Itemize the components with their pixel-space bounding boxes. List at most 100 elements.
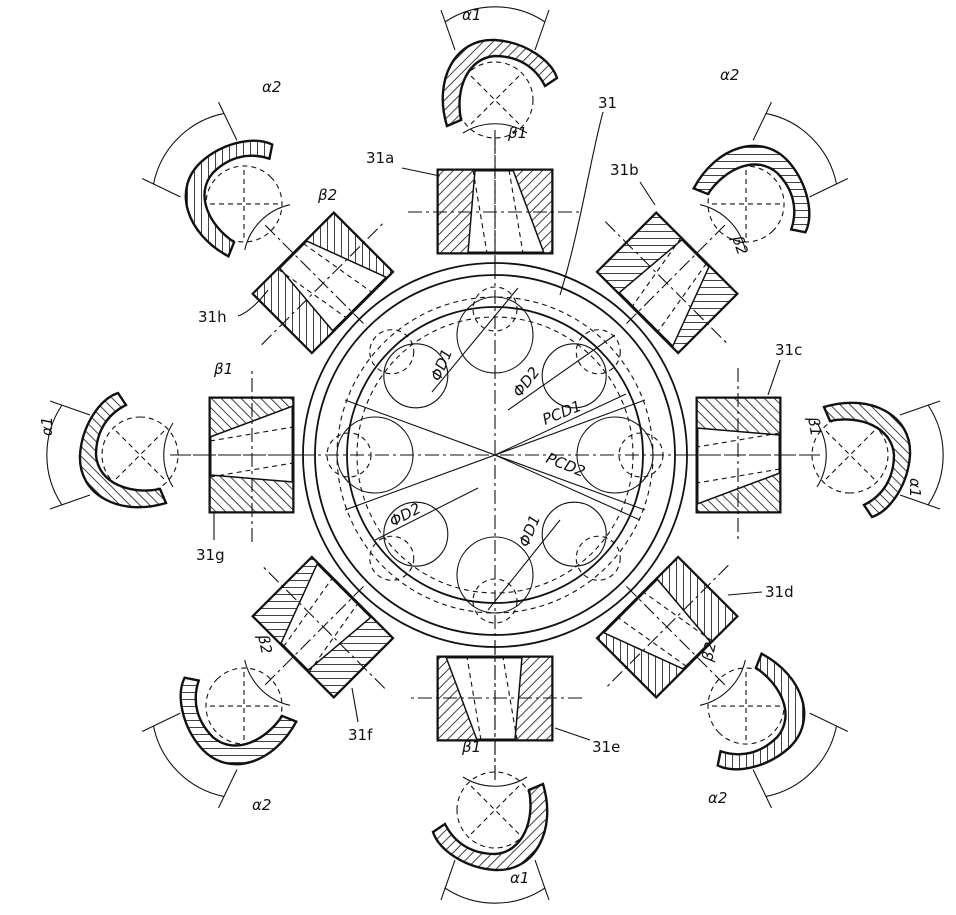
angle-b2-top-right: β2 <box>728 232 752 257</box>
block-hatch-left <box>655 556 738 644</box>
ball-group <box>326 286 664 624</box>
roller-block <box>163 368 311 542</box>
claw-body <box>78 391 168 509</box>
block-hatch-left <box>596 212 684 295</box>
alpha-ext-line <box>752 769 772 809</box>
alpha-ext-line <box>218 101 238 141</box>
ball-recess-circle <box>326 432 372 478</box>
angle-b1-bottom: β1 <box>461 738 481 756</box>
block-axis-line <box>624 224 726 326</box>
claw-body <box>822 401 912 519</box>
block-axis-line <box>624 584 726 686</box>
label-31h: 31h <box>198 308 227 326</box>
roller-block <box>408 639 582 787</box>
angle-b2-bottom-left: β2 <box>254 632 276 655</box>
claw-cross-line <box>825 430 875 480</box>
claw <box>141 667 298 809</box>
ball-recess-circle <box>472 286 518 332</box>
claw <box>440 6 559 139</box>
dim-pcd2: PCD2 <box>544 449 588 481</box>
leader-31a <box>401 167 441 177</box>
alpha-ext-line <box>809 178 849 198</box>
label-31e: 31e <box>592 738 620 756</box>
ball-circle <box>541 343 607 409</box>
block-hatch-right <box>252 556 319 646</box>
beta-arc <box>244 659 291 706</box>
claw-body <box>716 652 806 771</box>
roller-block <box>679 368 827 542</box>
leader-31c <box>767 359 781 396</box>
leader-31h <box>237 289 269 317</box>
angle-a2-bottom-left: α2 <box>252 796 271 814</box>
alpha-arc <box>927 404 944 506</box>
ball-circle <box>456 536 534 614</box>
beta-arc <box>244 204 291 251</box>
ball-recess-circle <box>575 535 621 581</box>
dim-d1-upper: ΦD1 <box>427 346 456 383</box>
ball-circle <box>383 343 449 409</box>
claw-cross-line <box>115 430 165 480</box>
ball-recess-circle <box>618 432 664 478</box>
claw-cross-line <box>712 203 780 205</box>
claw-cross-line <box>210 203 278 205</box>
claw <box>431 771 550 904</box>
alpha-arc <box>46 404 63 506</box>
angle-a1-right: α1 <box>906 478 924 497</box>
d1-line-upper <box>431 287 519 393</box>
block-hatch-right <box>511 169 553 254</box>
claw-cross-line <box>243 170 245 238</box>
block-axis-line <box>264 224 366 326</box>
angle-a2-bottom-right: α2 <box>708 789 727 807</box>
leader-31 <box>559 111 604 296</box>
d1-line-lower <box>487 519 561 611</box>
alpha-arc <box>152 112 225 185</box>
claw <box>46 391 179 510</box>
alpha-ext-line <box>809 712 849 732</box>
block-hatch-left <box>437 169 476 254</box>
claw <box>692 101 849 243</box>
claw-cross-line <box>470 75 520 125</box>
ball-circle <box>576 416 654 494</box>
block-hatch-left <box>252 266 335 354</box>
label-31a: 31a <box>366 149 394 167</box>
ball-recess-circle <box>472 578 518 624</box>
beta-arc <box>699 204 746 251</box>
roller-block <box>408 123 582 271</box>
roller-block <box>244 204 395 355</box>
block-hatch-right <box>304 212 394 279</box>
label-31g: 31g <box>196 546 225 564</box>
leader-31b <box>639 181 656 206</box>
roller-block <box>595 204 746 355</box>
angle-a1-top: α1 <box>462 6 481 24</box>
block-axis-line <box>264 584 366 686</box>
angle-b1-top: β1 <box>507 124 527 142</box>
claw-body <box>692 144 811 234</box>
alpha-arc <box>444 6 546 23</box>
ball-recess-circle <box>369 535 415 581</box>
block-hatch-left <box>209 474 294 513</box>
angle-a2-top-left: α2 <box>262 78 281 96</box>
beta-arc <box>816 422 827 488</box>
claw-cross-line <box>825 430 875 480</box>
claw-cross-line <box>712 705 780 707</box>
alpha-arc <box>765 112 838 185</box>
ball-circle <box>541 501 607 567</box>
label-31b: 31b <box>610 161 639 179</box>
angle-a1-left: α1 <box>38 417 56 436</box>
leader-31d <box>727 591 763 596</box>
dim-d2-upper: ΦD2 <box>509 363 543 400</box>
claw-body <box>441 38 559 128</box>
roller-block <box>595 555 746 706</box>
beta-arc <box>163 422 174 488</box>
d2-line-upper <box>507 334 616 411</box>
alpha-ext-line <box>899 494 941 510</box>
alpha-arc <box>765 725 838 798</box>
angle-a1-bottom: α1 <box>510 869 529 887</box>
alpha-ext-line <box>534 9 550 51</box>
claw-body <box>431 782 549 872</box>
block-hatch-right <box>209 397 294 439</box>
ball-circle <box>456 296 534 374</box>
alpha-arc <box>444 887 546 904</box>
